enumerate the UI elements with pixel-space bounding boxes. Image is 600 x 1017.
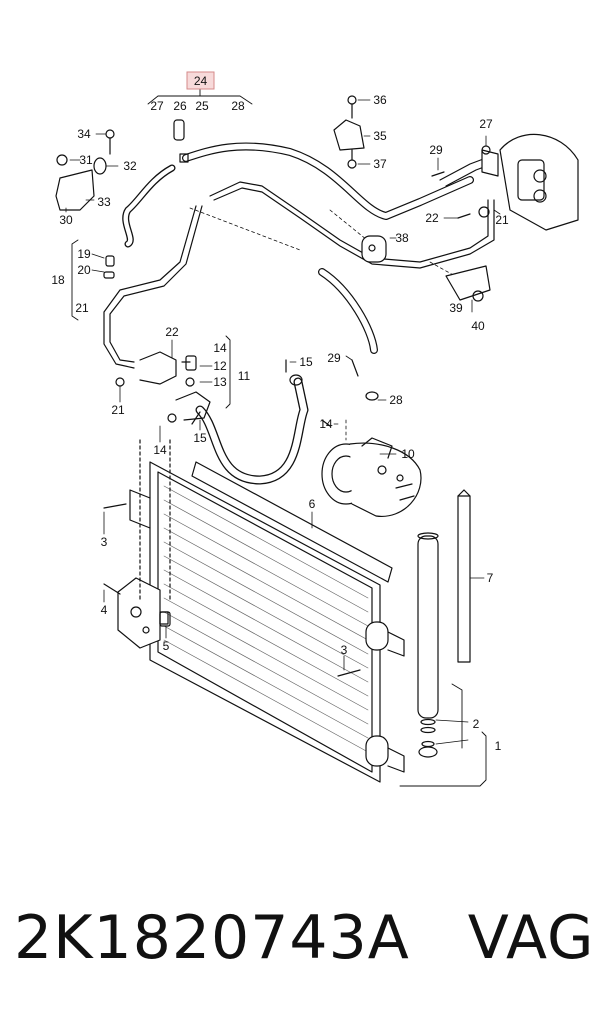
callout-29: 29 xyxy=(429,143,443,157)
evaporator-connection xyxy=(481,133,579,231)
callout-35: 35 xyxy=(373,129,387,143)
callout-13: 13 xyxy=(213,375,227,389)
callout-27: 27 xyxy=(150,99,164,113)
callout-14c: 14 xyxy=(153,443,167,457)
condenser-bracket xyxy=(117,439,171,649)
callout-20: 20 xyxy=(77,263,91,277)
compressor xyxy=(321,437,422,517)
part-number: 2K1820743A xyxy=(14,903,410,973)
callout-24-highlighted: 24 xyxy=(194,74,208,88)
callout-30: 30 xyxy=(59,213,73,227)
callout-2: 2 xyxy=(473,717,480,731)
callout-38: 38 xyxy=(395,231,409,245)
callout-15: 15 xyxy=(299,355,313,369)
callout-21c: 21 xyxy=(111,403,125,417)
callout-3b: 3 xyxy=(341,643,348,657)
highlight-box xyxy=(186,71,215,90)
callout-36: 36 xyxy=(373,93,387,107)
callout-22: 22 xyxy=(425,211,439,225)
callout-12: 12 xyxy=(213,359,227,373)
callout-25: 25 xyxy=(195,99,209,113)
callout-7: 7 xyxy=(487,571,494,585)
part-caption: 2K1820743A VAG xyxy=(14,893,594,983)
receiver-dryer xyxy=(417,532,439,758)
callout-3: 3 xyxy=(101,535,108,549)
seal-strip xyxy=(457,489,471,663)
callout-1: 1 xyxy=(495,739,502,753)
brand-name: VAG xyxy=(467,903,595,973)
callout-34: 34 xyxy=(77,127,91,141)
refrigerant-lines xyxy=(103,142,495,485)
condenser xyxy=(129,461,405,783)
callout-6: 6 xyxy=(309,497,316,511)
callout-27b: 27 xyxy=(479,117,493,131)
callout-18: 18 xyxy=(51,273,65,287)
callout-brackets xyxy=(71,87,487,787)
callout-40: 40 xyxy=(471,319,485,333)
callout-19: 19 xyxy=(77,247,91,261)
callout-11: 11 xyxy=(238,369,251,383)
callout-labels: 27 26 25 28 36 35 37 34 31 32 33 30 29 2… xyxy=(51,93,509,753)
ac-system-exploded-diagram: 24 27 26 25 28 36 35 37 34 31 32 33 30 2… xyxy=(51,71,579,787)
callout-10: 10 xyxy=(401,447,415,461)
callout-28b: 28 xyxy=(389,393,403,407)
callout-31: 31 xyxy=(79,153,93,167)
fasteners xyxy=(56,95,491,677)
callout-28: 28 xyxy=(231,99,245,113)
callout-37: 37 xyxy=(373,157,387,171)
callout-21b: 21 xyxy=(75,301,89,315)
callout-4: 4 xyxy=(101,603,108,617)
callout-33: 33 xyxy=(97,195,111,209)
callout-15b: 15 xyxy=(193,431,207,445)
callout-14: 14 xyxy=(213,341,227,355)
callout-5: 5 xyxy=(163,639,170,653)
callout-29b: 29 xyxy=(327,351,341,365)
callout-22b: 22 xyxy=(165,325,179,339)
callout-14b: 14 xyxy=(319,417,333,431)
callout-26: 26 xyxy=(173,99,187,113)
callout-39: 39 xyxy=(449,301,463,315)
brackets xyxy=(55,119,491,301)
leader-lines xyxy=(65,99,501,745)
callout-32: 32 xyxy=(123,159,137,173)
callout-21: 21 xyxy=(495,213,509,227)
